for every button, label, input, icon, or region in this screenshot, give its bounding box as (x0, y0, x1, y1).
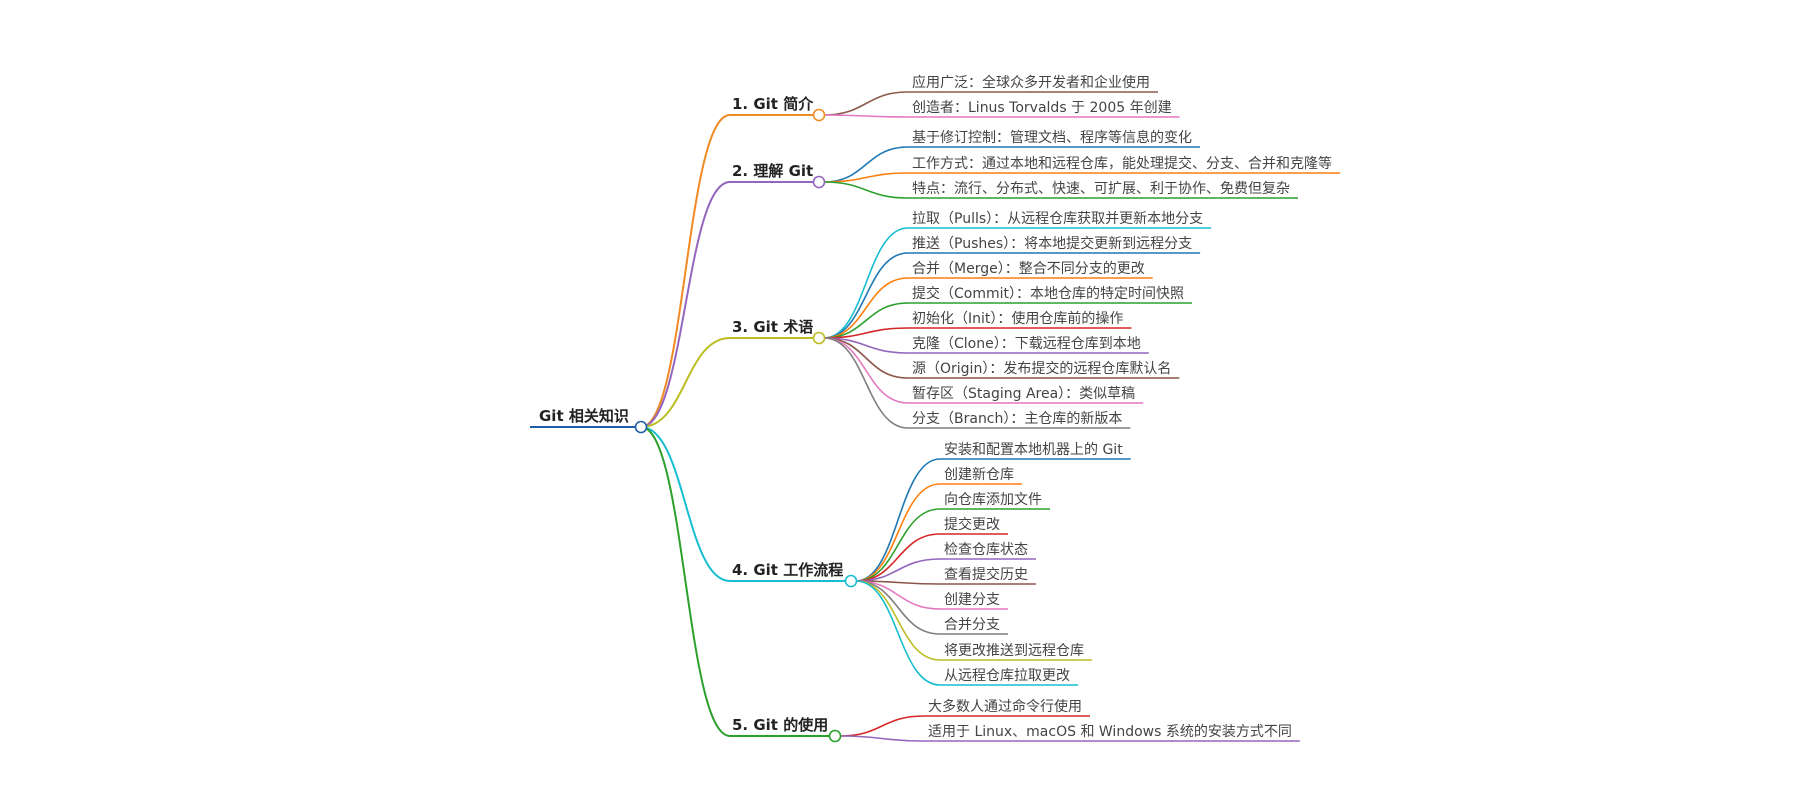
root-collapse-toggle[interactable] (634, 420, 648, 434)
branch-2-collapse-toggle[interactable] (812, 175, 826, 189)
branch-4-leaf-3-link (855, 508, 941, 582)
branch-3-leaf-8-label: 暂存区（Staging Area）：类似草稿 (912, 386, 1135, 402)
branch-4-leaf-9-link (855, 580, 941, 661)
branch-3-leaf-6-label: 克隆（Clone）：下载远程仓库到本地 (912, 336, 1141, 352)
branch-4-leaf-10-label: 从远程仓库拉取更改 (944, 668, 1070, 684)
branch-1-link (640, 114, 731, 428)
mindmap-nodes: Git 相关知识 1. Git 简介 应用广泛：全球众多开发者和企业使用创造者：Li… (539, 74, 1332, 743)
branch-4-leaf-5-link (855, 558, 941, 582)
branch-4-leaf-8-label: 合并分支 (944, 617, 1000, 633)
branch-4-label: 4. Git 工作流程 (732, 561, 843, 579)
branch-4-leaf-4-link (855, 533, 941, 582)
branch-4-link (640, 426, 731, 582)
branch-3-link (640, 337, 731, 428)
branch-2-leaf-3-label: 特点：流行、分布式、快速、可扩展、利于协作、免费但复杂 (912, 180, 1290, 197)
branch-3-leaf-1-label: 拉取（Pulls）：从远程仓库获取并更新本地分支 (912, 211, 1203, 227)
branch-1-leaf-2-label: 创造者：Linus Torvalds 于 2005 年创建 (912, 100, 1172, 116)
branch-3-leaf-1-link (823, 227, 909, 339)
branch-4-leaf-9-label: 将更改推送到远程仓库 (944, 643, 1084, 659)
branch-1-leaf-1-label: 应用广泛：全球众多开发者和企业使用 (912, 74, 1150, 91)
branch-4-leaf-2-label: 创建新仓库 (944, 467, 1014, 483)
branch-3-leaf-3-link (823, 277, 909, 339)
branch-5-leaf-2-label: 适用于 Linux、macOS 和 Windows 系统的安装方式不同 (928, 724, 1292, 740)
branch-1-collapse-toggle[interactable] (812, 108, 826, 122)
branch-1-label: 1. Git 简介 (732, 95, 814, 113)
branch-4-leaf-1-link (855, 458, 941, 582)
branch-3-leaf-7-label: 源（Origin）：发布提交的远程仓库默认名 (912, 360, 1171, 377)
branch-4-leaf-2-link (855, 483, 941, 582)
branch-3-label: 3. Git 术语 (732, 318, 813, 336)
branch-4-leaf-5-label: 检查仓库状态 (944, 542, 1028, 558)
branch-2-leaf-1-label: 基于修订控制：管理文档、程序等信息的变化 (912, 129, 1192, 146)
branch-4-leaf-6-label: 查看提交历史 (944, 566, 1028, 583)
mindmap-links (530, 91, 1340, 742)
branch-3-leaf-3-label: 合并（Merge）：整合不同分支的更改 (912, 261, 1145, 277)
root-node-label: Git 相关知识 (539, 407, 629, 425)
branch-5-leaf-1-link (839, 715, 925, 737)
branch-3-leaf-9-link (823, 337, 909, 429)
branch-2-leaf-3-link (823, 181, 909, 199)
branch-2-link (640, 181, 731, 428)
branch-5-label: 5. Git 的使用 (732, 716, 828, 734)
branch-2-leaf-1-link (823, 146, 909, 183)
branch-3-leaf-9-label: 分支（Branch）：主仓库的新版本 (912, 411, 1122, 427)
branch-3-leaf-5-label: 初始化（Init）：使用仓库前的操作 (912, 310, 1123, 327)
branch-4-collapse-toggle[interactable] (844, 574, 858, 588)
branch-4-leaf-4-label: 提交更改 (944, 516, 1000, 533)
branch-5-collapse-toggle[interactable] (828, 729, 842, 743)
branch-3-leaf-2-label: 推送（Pushes）：将本地提交更新到远程分支 (912, 235, 1192, 252)
branch-3-leaf-7-link (823, 337, 909, 379)
branch-3-collapse-toggle[interactable] (812, 331, 826, 345)
branch-2-label: 2. 理解 Git (732, 162, 813, 180)
branch-5-leaf-1-label: 大多数人通过命令行使用 (928, 698, 1082, 715)
branch-4-leaf-10-link (855, 580, 941, 686)
branch-4-leaf-7-label: 创建分支 (944, 592, 1000, 608)
branch-1-leaf-1-link (823, 91, 909, 116)
branch-4-leaf-3-label: 向仓库添加文件 (944, 492, 1042, 508)
branch-5-leaf-2-link (839, 735, 925, 742)
branch-5-link (640, 426, 731, 737)
branch-3-leaf-8-link (823, 337, 909, 404)
branch-1-leaf-2-link (823, 114, 909, 118)
branch-3-leaf-2-link (823, 252, 909, 339)
branch-2-leaf-2-label: 工作方式：通过本地和远程仓库，能处理提交、分支、合并和克隆等 (912, 155, 1332, 172)
branch-4-leaf-1-label: 安装和配置本地机器上的 Git (944, 442, 1123, 458)
branch-3-leaf-4-label: 提交（Commit）：本地仓库的特定时间快照 (912, 285, 1184, 302)
